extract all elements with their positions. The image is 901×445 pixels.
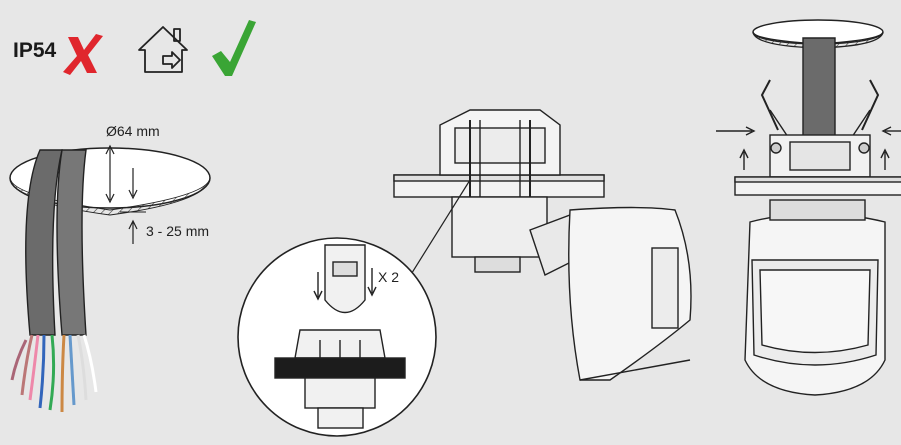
hole-diameter-label: Ø64 mm xyxy=(106,123,160,139)
red-cross-icon xyxy=(63,34,103,75)
house-indoor-icon xyxy=(138,26,188,73)
cable-wires xyxy=(10,334,98,413)
ip-rating-label: IP54 xyxy=(13,39,57,62)
sensor-front-view xyxy=(716,19,901,396)
green-check-icon xyxy=(212,20,256,76)
clip-detail-magnifier: X 2 xyxy=(237,179,471,437)
ceiling-thickness-label: 3 - 25 mm xyxy=(146,223,209,239)
clip-multiplier-label: X 2 xyxy=(378,269,399,285)
sensor-side-view xyxy=(393,109,692,381)
ceiling-hole-illustration: Ø64 mm 3 - 25 mm xyxy=(9,123,211,413)
